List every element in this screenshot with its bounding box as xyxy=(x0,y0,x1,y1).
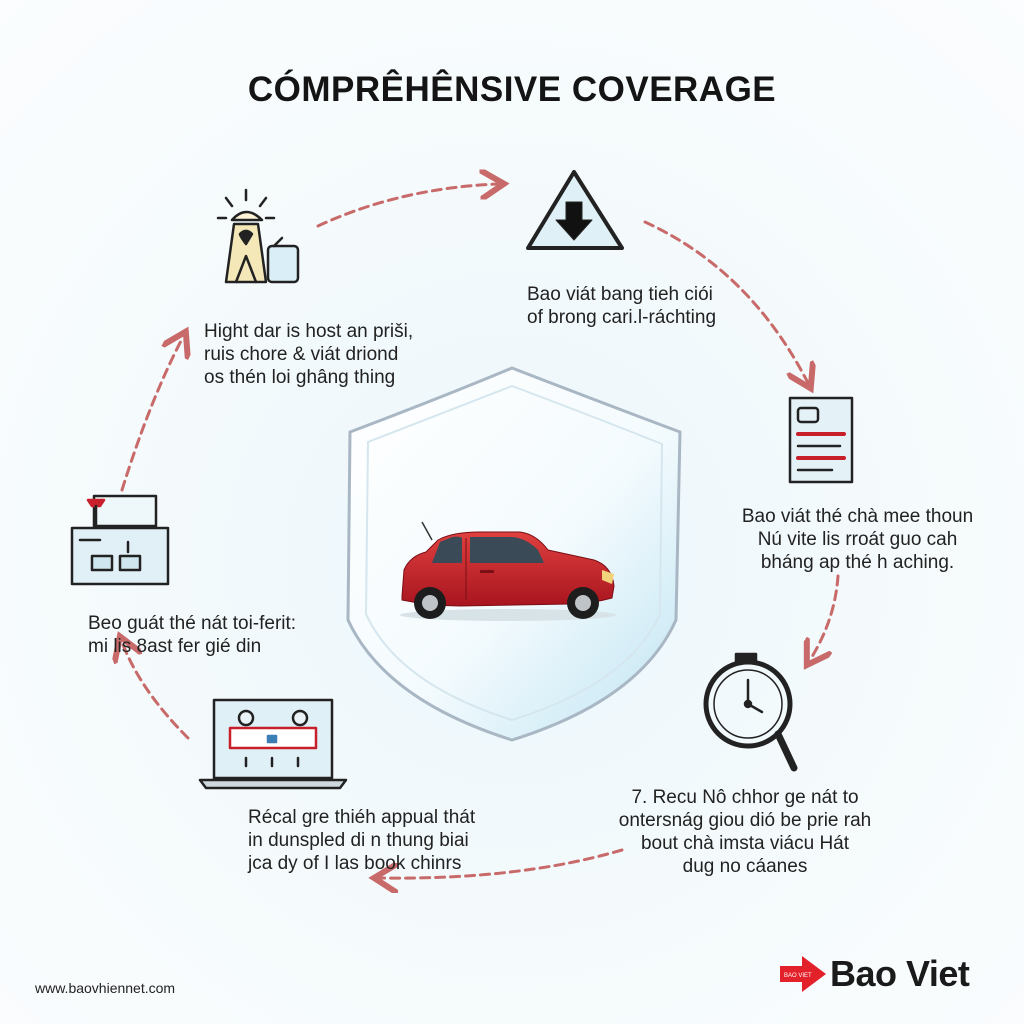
caption-line: Bao viát thé chà mee thoun xyxy=(741,506,974,527)
arrow-bottom-right xyxy=(380,848,624,878)
caption-line: ontersnág giou dió be prie rah xyxy=(618,810,872,831)
page-title: CÓMPRÊHÊNSIVE COVERAGE xyxy=(247,70,777,109)
brand-logo: BAO VIET Bao Viet xyxy=(776,952,991,996)
stopwatch-search-icon xyxy=(703,652,798,772)
caption-line: Bao viát bang tieh ciói xyxy=(527,284,713,305)
caption-step-left: Beo guát thé nát toi-ferit: mi lis 8ast … xyxy=(88,612,296,658)
arrow-right xyxy=(810,574,840,660)
caption-line: mi lis 8ast fer gié din xyxy=(88,636,262,657)
caption-line: jca dy of I las book chinrs xyxy=(248,853,462,874)
document-icon xyxy=(788,396,854,484)
caption-step-bottom-left: Récal gre thiéh appual thát in dunspled … xyxy=(248,806,475,875)
arrow-left xyxy=(120,337,183,492)
car-icon xyxy=(400,521,616,621)
caption-line: bháng ap thé h aching. xyxy=(760,552,955,573)
caption-line: Beo guát thé nát toi-ferit: xyxy=(88,613,297,634)
caption-line: of brong cari.l-ráchting xyxy=(527,307,717,328)
website-link[interactable]: www.baovhiennet.com xyxy=(35,980,176,996)
brand-badge-text: BAO VIET xyxy=(784,973,812,979)
caption-line: bout chà imsta viácu Hát xyxy=(640,833,850,854)
caption-line: Récal gre thiéh appual thát xyxy=(248,807,476,828)
caption-line: dug no cáanes xyxy=(682,856,808,877)
lamp-icon xyxy=(216,188,300,284)
caption-step-top-left: Hight dar is host an priši, ruis chore &… xyxy=(204,320,413,389)
caption-line: Nú vite lis rroát guo cah xyxy=(757,529,958,550)
caption-step-top-right: Bao viát bang tieh ciói of brong cari.l-… xyxy=(527,283,716,329)
brand-arrow-icon: BAO VIET xyxy=(780,956,826,992)
caption-line: os thén loi ghâng thing xyxy=(204,367,396,388)
console-icon xyxy=(70,494,170,586)
caption-line: in dunspled di n thung biai xyxy=(248,830,469,851)
caption-line: Hight dar is host an priši, xyxy=(204,321,414,342)
caption-line: 7. Recu Nô chhor ge nát to xyxy=(631,787,859,808)
arrow-bottom-left xyxy=(122,642,190,740)
brand-name: Bao Viet xyxy=(830,953,970,994)
arrow-top xyxy=(316,184,498,228)
arrow-top-right xyxy=(643,220,808,383)
caption-step-bottom-right: 7. Recu Nô chhor ge nát to ontersnág gio… xyxy=(595,786,895,878)
caption-line: ruis chore & viát driond xyxy=(204,344,399,365)
warning-download-icon xyxy=(526,170,624,250)
caption-step-right: Bao viát thé chà mee thoun Nú vite lis r… xyxy=(730,505,985,574)
laptop-icon xyxy=(198,698,348,790)
